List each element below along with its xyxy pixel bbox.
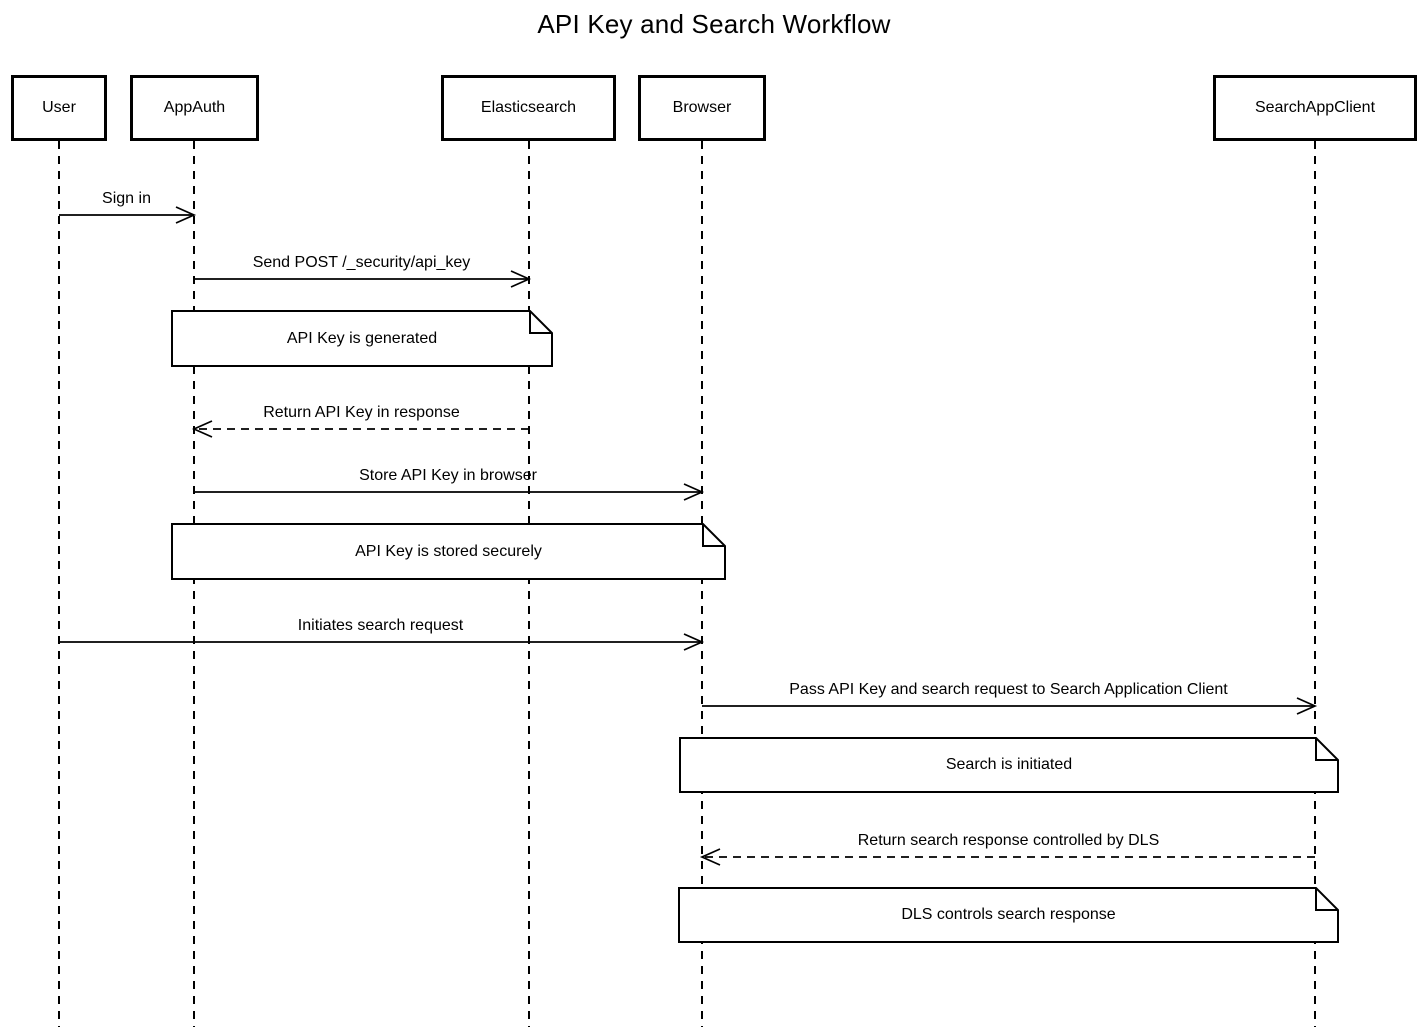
message-arrow-send-post-security-api-key: [194, 270, 532, 288]
message-arrow-store-api-key-in-browser: [194, 483, 705, 501]
note-api-key-is-stored-securely: [171, 523, 726, 580]
note-search-is-initiated: [679, 737, 1339, 793]
arrowhead-icon: [683, 633, 705, 651]
message-arrow-pass-api-key-and-search-request-to-searc: [702, 697, 1318, 715]
note-shape: [678, 887, 1339, 943]
message-arrow-sign-in: [59, 206, 197, 224]
arrowhead-icon: [510, 270, 532, 288]
message-arrow-return-api-key-in-response: [191, 420, 529, 438]
note-shape: [171, 310, 553, 367]
arrowhead-icon: [175, 206, 197, 224]
arrowhead-icon: [699, 848, 721, 866]
diagram-title: API Key and Search Workflow: [537, 9, 891, 39]
arrowhead-icon: [1296, 697, 1318, 715]
note-api-key-is-generated: [171, 310, 553, 367]
note-shape: [171, 523, 726, 580]
arrowhead-icon: [683, 483, 705, 501]
message-arrow-initiates-search-request: [59, 633, 705, 651]
note-fold-icon: [529, 311, 552, 334]
note-fold-icon: [1315, 738, 1338, 761]
note-shape: [679, 737, 1339, 793]
arrowhead-icon: [191, 420, 213, 438]
note-fold-icon: [702, 524, 725, 547]
note-dls-controls-search-response: [678, 887, 1339, 943]
note-fold-icon: [1315, 888, 1338, 911]
message-arrow-return-search-response-controlled-by-dls: [699, 848, 1315, 866]
